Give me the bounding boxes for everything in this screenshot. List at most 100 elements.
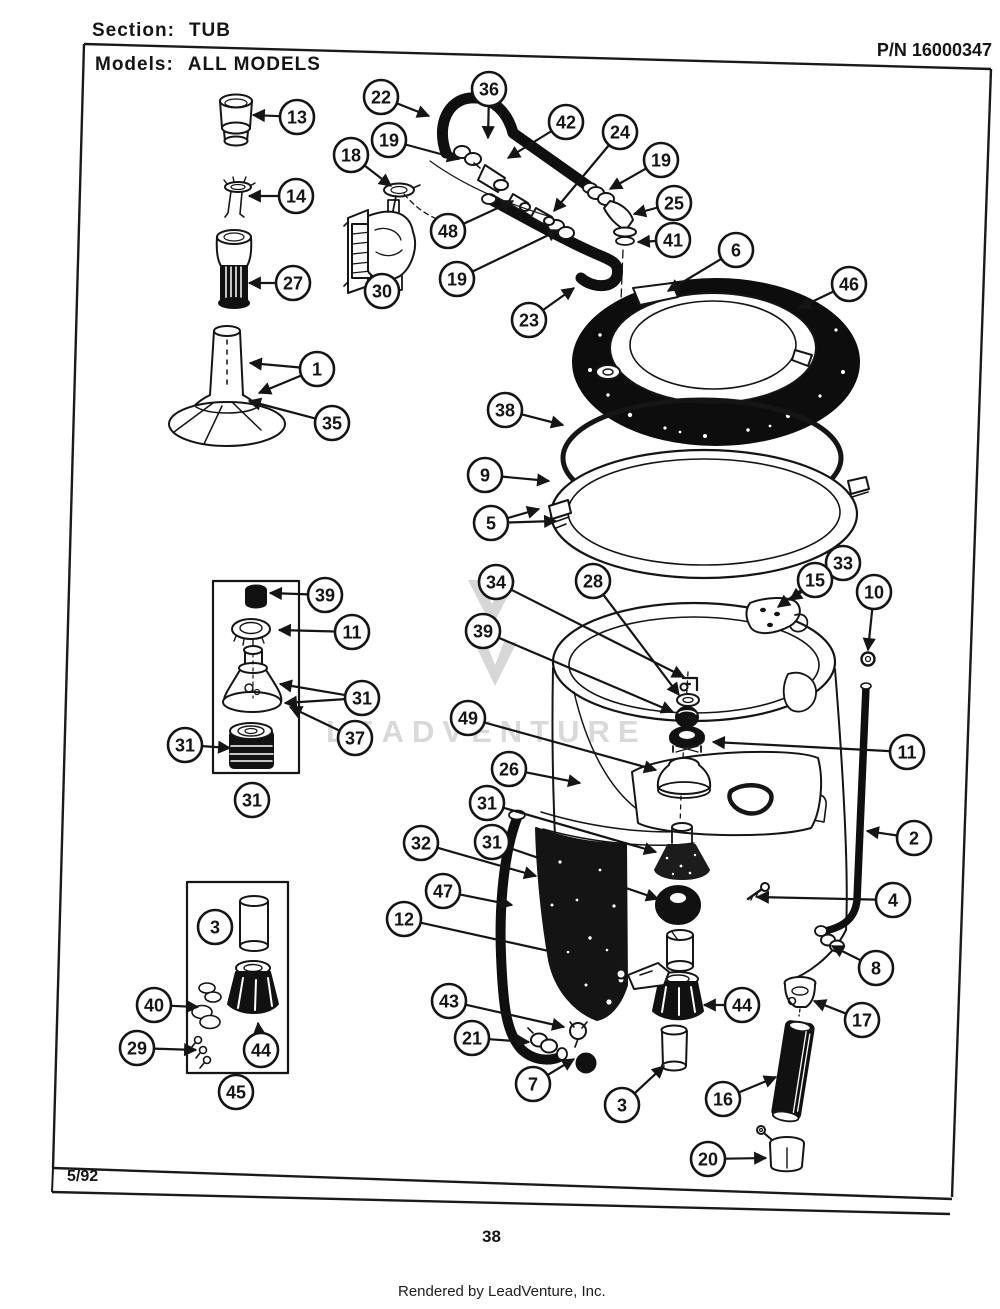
callout-number: 41 [663,231,683,251]
callout-16: 16 [704,1075,778,1118]
callout-number: 38 [495,401,515,421]
callout-number: 39 [473,622,493,642]
callout-44: 44 [702,986,761,1024]
callout-leader-arrow [252,1021,266,1036]
callout-leader-arrow [462,199,515,225]
callout-leader-arrow [501,473,551,487]
part-washer [615,236,635,246]
callout-number: 20 [698,1150,718,1170]
callout-number: 11 [342,623,361,643]
callout-6: 6 [666,231,755,292]
callout-leader-arrow [506,130,553,159]
callout-7: 7 [514,1058,576,1103]
callout-circle [689,1140,727,1178]
callout-number: 16 [713,1090,733,1110]
callout-number: 31 [175,736,195,756]
callout-number: 19 [651,151,671,171]
callout-36: 36 [470,70,508,140]
callout-circle [464,612,502,650]
callout-leader-arrow [405,143,461,163]
callout-circle [547,103,585,141]
callout-circle [370,121,408,159]
callout-20: 20 [689,1140,768,1178]
part-ribbed-seal [229,722,274,769]
callout-circle [453,1019,491,1057]
callout-number: 45 [226,1083,246,1103]
callout-number: 31 [352,689,372,709]
callout-13: 13 [251,98,316,136]
callout-number: 48 [438,222,458,242]
callout-26: 26 [490,750,582,788]
callout-circle [430,982,468,1020]
part-water-valve [343,199,417,294]
callout-circle [855,573,893,611]
callout-leader-arrow [484,721,658,774]
callout-leader-arrow [506,505,541,520]
callout-number: 22 [371,88,391,108]
callout-leader-arrow [711,736,891,753]
callout-3: 3 [603,1065,665,1124]
seal-kit-detail-box [211,579,301,775]
callout-leader-arrow [553,144,610,213]
callout-circle [333,613,371,651]
callout-41: 41 [636,221,692,259]
callout-circle [332,136,370,174]
callout-1: 1 [248,350,336,395]
part-number: P/N 16000347 [876,40,992,60]
page-border [51,42,993,1216]
part-spacer-tube [660,1024,688,1072]
callout-leader-arrow [488,1034,531,1048]
callout-number: 29 [127,1039,147,1059]
part-spacer-cup [219,93,253,147]
callout-leader-arrow [363,164,393,187]
callout-leader-arrow [602,593,680,697]
callout-leader-arrow [507,514,558,528]
part-tub-ring-foam [572,278,860,446]
callout-circle [477,563,515,601]
callout-circle [424,872,462,910]
callout-circle [313,404,351,442]
callout-number: 26 [499,760,519,780]
callout-leader-arrow [153,1043,198,1057]
section-label: Section: [92,20,175,41]
callout-circle [385,900,423,938]
callout-circle [654,221,692,259]
callout-leader-arrow [248,357,301,371]
callout-leader-arrow [812,999,847,1015]
callout-circle [857,949,895,987]
callout-number: 1 [312,360,322,380]
callout-circle [490,750,528,788]
callout-leader-arrow [201,740,232,754]
callout-number: 36 [479,80,499,100]
callout-leader-arrow [257,374,302,395]
part-screws [190,1035,212,1069]
callout-31: 31 [473,823,660,902]
callout-number: 35 [322,414,342,434]
callout-circle [233,781,271,819]
part-bearing-ring [669,726,705,753]
callout-number: 24 [610,123,630,143]
callout-circle [362,78,400,116]
callout-leader-arrow [278,679,346,697]
callout-leader-arrow [268,586,309,601]
callout-circle [278,98,316,136]
callout-47: 47 [424,872,514,910]
callout-circle [196,908,234,946]
callout-21: 21 [453,1019,531,1057]
callout-number: 31 [482,833,502,853]
callout-leader-arrow [481,105,495,140]
callout-number: 6 [731,241,741,261]
callout-circle [402,824,440,862]
callout-circle [510,301,548,339]
callout-circle [514,1065,552,1103]
callout-circle [486,391,524,429]
page-number: 38 [482,1227,501,1246]
tub-base-opening [727,783,774,816]
rendered-by-credit: Rendered by LeadVenture, Inc. [398,1283,606,1300]
callout-number: 7 [528,1075,538,1095]
callout-17: 17 [812,999,881,1039]
callout-circle [895,819,933,857]
callout-number: 49 [458,709,478,729]
callout-35: 35 [247,397,351,442]
